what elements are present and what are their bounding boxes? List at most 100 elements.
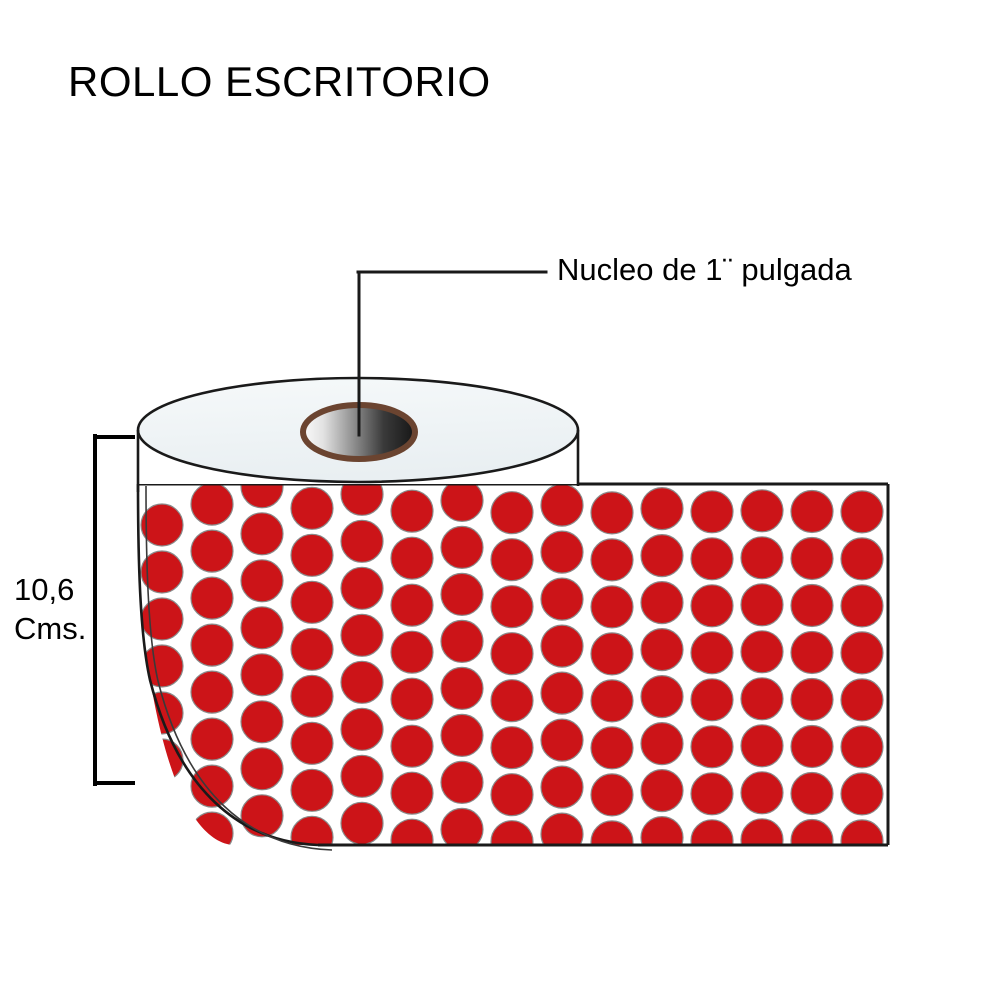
label-dot <box>840 537 884 581</box>
label-dot <box>440 619 484 664</box>
label-dot <box>891 538 933 580</box>
label-dot <box>790 771 834 816</box>
label-dot <box>891 773 933 815</box>
label-dot <box>190 529 234 573</box>
label-dot <box>190 623 234 667</box>
label-dot <box>640 580 684 625</box>
label-dot <box>290 486 334 530</box>
label-dot <box>340 754 384 798</box>
label-dot <box>340 660 384 704</box>
label-dot <box>891 632 933 674</box>
label-dot <box>891 726 933 768</box>
label-dot <box>490 632 534 676</box>
label-dot <box>790 583 834 628</box>
label-dot <box>790 724 834 769</box>
label-dot <box>640 627 684 672</box>
core-callout-label: Nucleo de 1¨ pulgada <box>557 252 852 287</box>
label-dot <box>840 584 884 628</box>
label-dot <box>891 491 933 533</box>
label-dot <box>290 721 334 765</box>
label-dot <box>840 725 884 769</box>
label-dot <box>790 536 834 581</box>
label-dot <box>440 807 484 845</box>
label-dot <box>390 536 434 580</box>
label-dot <box>340 707 384 751</box>
label-dot <box>590 726 634 770</box>
label-dot <box>690 819 734 845</box>
label-dot <box>240 653 284 697</box>
label-dot <box>440 525 484 570</box>
label-dot <box>390 630 434 674</box>
label-dot <box>590 632 634 676</box>
roll-side-edges <box>136 430 580 492</box>
label-dot <box>840 772 884 816</box>
height-dimension-bracket <box>93 434 135 786</box>
label-dot <box>290 674 334 718</box>
label-dot <box>190 670 234 714</box>
label-dot <box>590 491 634 535</box>
label-dot <box>690 584 734 628</box>
label-dot <box>690 537 734 581</box>
label-dot <box>190 764 234 808</box>
label-dot <box>140 738 184 782</box>
label-dot <box>790 677 834 722</box>
label-dot <box>490 538 534 582</box>
label-dot <box>390 818 434 845</box>
label-dot <box>240 794 284 838</box>
label-dot <box>891 585 933 627</box>
label-dot <box>440 760 484 805</box>
label-dot <box>740 630 784 674</box>
label-dot <box>240 512 284 556</box>
height-dimension-unit: Cms. <box>14 611 87 646</box>
label-dot <box>790 489 834 534</box>
label-dot <box>140 785 184 829</box>
label-dot <box>740 771 784 815</box>
label-dot <box>240 747 284 791</box>
label-dot <box>490 773 534 817</box>
height-dimension-value: 10,6 <box>14 572 75 607</box>
label-dot <box>840 490 884 534</box>
label-dot <box>490 679 534 723</box>
label-dot <box>690 772 734 816</box>
label-dot <box>740 677 784 721</box>
label-dot <box>490 820 534 845</box>
label-dot <box>590 820 634 845</box>
label-dot <box>140 503 184 547</box>
label-dot <box>440 484 484 522</box>
label-dot <box>540 577 584 621</box>
label-dot <box>790 818 834 845</box>
page-title: ROLLO ESCRITORIO <box>68 58 491 105</box>
label-dot <box>190 576 234 620</box>
label-dot <box>540 718 584 762</box>
label-dot <box>740 583 784 627</box>
label-dot <box>740 818 784 845</box>
label-dot <box>590 538 634 582</box>
label-dot <box>540 671 584 715</box>
label-dot <box>190 811 234 845</box>
label-dot <box>640 815 684 845</box>
label-dot <box>290 768 334 812</box>
core-callout-leader-line <box>356 270 548 437</box>
label-dot <box>440 572 484 617</box>
label-dot-grid <box>140 484 933 862</box>
label-dot <box>840 631 884 675</box>
label-dot <box>340 519 384 563</box>
label-dot <box>891 679 933 721</box>
label-dot <box>891 820 933 862</box>
label-dot <box>690 490 734 534</box>
label-dot <box>440 713 484 758</box>
label-dot <box>540 624 584 668</box>
label-dot <box>540 765 584 809</box>
label-dot <box>640 533 684 578</box>
label-dot <box>640 721 684 766</box>
label-dot <box>240 484 284 509</box>
label-dot <box>240 559 284 603</box>
label-dot <box>540 484 584 527</box>
label-dot <box>690 725 734 769</box>
label-dot <box>540 812 584 845</box>
label-dot <box>590 773 634 817</box>
label-dot <box>190 717 234 761</box>
label-dot <box>390 489 434 533</box>
